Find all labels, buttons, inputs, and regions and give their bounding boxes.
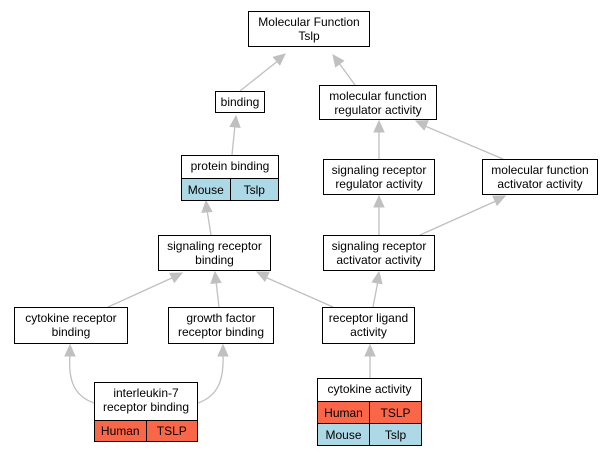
node-molecular-function-activator-activity[interactable]: molecular function activator activity	[482, 159, 598, 195]
gene-cell-mouse: Tslp	[229, 179, 278, 200]
node-binding[interactable]: binding	[215, 91, 265, 113]
node-interleukin-7-receptor-binding[interactable]: interleukin-7 receptor binding Human TSL…	[94, 382, 198, 442]
node-label-line-1: Molecular Function	[258, 15, 360, 29]
edge-il7-to-gfrb	[197, 354, 224, 404]
annotation-row-mouse[interactable]: Mouse Tslp	[317, 423, 422, 446]
edge-il7-to-gfrb-arrowhead	[217, 343, 229, 357]
node-label-line-2: Tslp	[298, 29, 320, 43]
gene-cell-mouse: Tslp	[369, 424, 421, 445]
node-protein-binding[interactable]: protein binding Mouse Tslp	[181, 155, 279, 201]
annotation-row-human[interactable]: Human TSLP	[317, 401, 422, 424]
node-label-line-1: receptor ligand	[328, 311, 409, 325]
node-label-line-2: receptor binding	[102, 400, 190, 414]
node-signaling-receptor-binding[interactable]: signaling receptor binding	[158, 235, 271, 271]
edge-binding-to-root	[239, 59, 280, 92]
node-signaling-receptor-regulator-activity[interactable]: signaling receptor regulator activity	[323, 159, 435, 195]
node-label-line-2: activator activity	[497, 177, 583, 191]
edge-crb-to-srb-arrowhead	[169, 272, 184, 284]
edge-gfrb-to-srb	[215, 280, 220, 308]
node-signaling-receptor-activator-activity[interactable]: signaling receptor activator activity	[323, 235, 435, 271]
edge-sraa-to-mfaa-arrowhead	[492, 195, 507, 207]
edge-gfrb-to-srb-arrowhead	[210, 270, 222, 284]
node-molecular-function-tslp[interactable]: Molecular Function Tslp	[248, 11, 370, 47]
species-cell-mouse: Mouse	[318, 424, 369, 445]
node-label-line-2: activator activity	[336, 253, 422, 267]
node-cytokine-receptor-binding[interactable]: cytokine receptor binding	[14, 307, 128, 344]
node-label-line-2: binding	[195, 253, 234, 267]
node-molecular-function-regulator-activity[interactable]: molecular function regulator activity	[319, 85, 437, 120]
node-label-line-1: signaling receptor	[331, 239, 427, 253]
edge-sraa-to-mfaa	[419, 200, 497, 236]
edge-srb-to-protein-binding	[206, 209, 212, 236]
edge-srra-to-mfra-arrowhead	[373, 119, 385, 133]
edge-crb-to-srb	[107, 276, 175, 308]
species-cell-human: Human	[318, 402, 369, 423]
node-label-line-2: activity	[350, 325, 387, 339]
edge-il7-to-crb-arrowhead	[64, 343, 76, 357]
node-label-line-2: regulator activity	[335, 177, 423, 191]
edge-srb-to-protein-binding-arrowhead	[201, 199, 213, 213]
edge-mfra-to-root-arrowhead	[332, 54, 345, 68]
node-label: binding	[220, 95, 260, 109]
gene-cell-human: TSLP	[145, 421, 197, 441]
node-label-line-2: receptor binding	[177, 325, 265, 339]
node-cytokine-activity[interactable]: cytokine activity Human TSLP Mouse Tslp	[317, 378, 422, 446]
node-label: cytokine activity	[327, 382, 412, 396]
edge-binding-to-root-arrowhead	[272, 53, 286, 66]
edge-protein-binding-to-binding-arrowhead	[229, 114, 241, 128]
edge-mfra-to-root	[338, 62, 356, 86]
node-label-line-2: regulator activity	[334, 103, 422, 117]
edge-rla-to-srb-arrowhead	[255, 271, 270, 283]
node-receptor-ligand-activity[interactable]: receptor ligand activity	[322, 307, 415, 344]
edge-il7-to-crb	[68, 354, 95, 404]
node-label-line-2: binding	[51, 325, 91, 339]
node-label-line-1: signaling receptor	[167, 239, 262, 253]
edge-rla-to-sraa	[372, 280, 379, 308]
species-cell-mouse: Mouse	[182, 179, 230, 200]
node-label-line-1: signaling receptor	[331, 163, 427, 177]
species-cell-human: Human	[95, 421, 146, 441]
annotation-row-mouse[interactable]: Mouse Tslp	[181, 178, 279, 201]
edge-rla-to-srb	[264, 276, 334, 308]
edge-mfaa-to-mfra	[424, 125, 504, 160]
node-label: protein binding	[190, 159, 270, 173]
node-label-line-1: cytokine receptor	[25, 311, 117, 325]
edge-cytokine-to-rla-arrowhead	[364, 343, 376, 357]
node-growth-factor-receptor-binding[interactable]: growth factor receptor binding	[168, 307, 274, 344]
node-label-line-1: molecular function	[329, 89, 427, 103]
edge-mfaa-to-mfra-arrowhead	[414, 120, 429, 131]
node-label-line-1: interleukin-7	[113, 386, 179, 400]
edge-protein-binding-to-binding	[231, 124, 236, 156]
node-label-line-1: molecular function	[491, 163, 589, 177]
node-label-line-1: growth factor	[186, 311, 256, 325]
edge-sraa-to-srra-arrowhead	[373, 194, 385, 208]
annotation-row-human[interactable]: Human TSLP	[94, 420, 198, 442]
gene-cell-human: TSLP	[369, 402, 421, 423]
edge-rla-to-sraa-arrowhead	[371, 270, 383, 285]
